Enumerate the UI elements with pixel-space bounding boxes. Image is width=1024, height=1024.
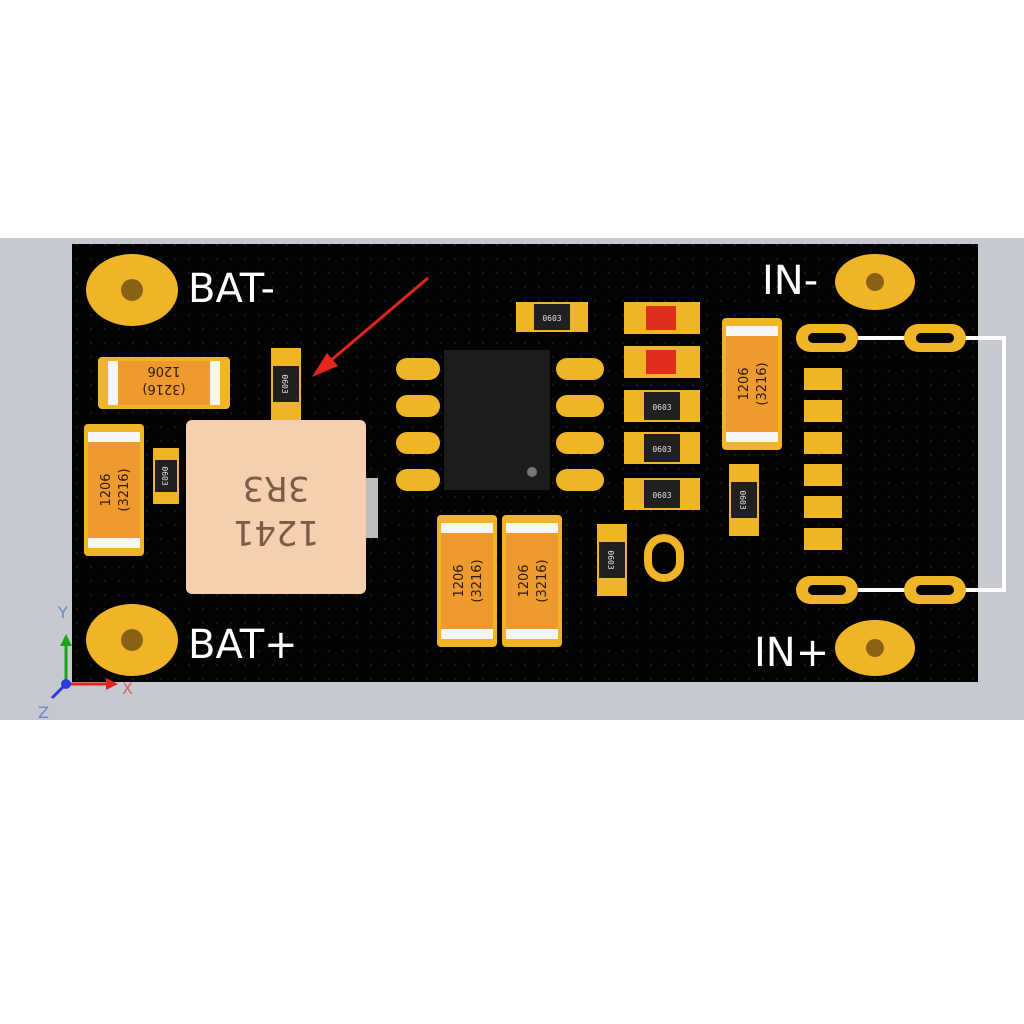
inductor: 1241 3R3 — [186, 420, 378, 594]
cap-metric-label: (3216) — [117, 468, 132, 511]
resistor-code-label: 0603 — [652, 491, 671, 500]
resistor-code-label: 0603 — [542, 314, 561, 323]
axis-gizmo: Y X Z — [38, 603, 133, 720]
in-plus-pad — [835, 620, 915, 676]
capacitor-c2: 1206 (3216) — [84, 424, 144, 556]
test-pad — [644, 534, 684, 582]
inductor-value-label: 1241 — [233, 512, 320, 552]
cap-metric-label: (3216) — [755, 362, 770, 405]
resistor-code-label: 0603 — [652, 403, 671, 412]
resistor-r8: 0603 — [597, 524, 627, 596]
in-plus-label: IN+ — [754, 630, 829, 676]
cap-metric-label: (3216) — [142, 381, 185, 396]
capacitor-c5: 1206 (3216) — [502, 515, 562, 647]
resistor-code-label: 0603 — [606, 550, 615, 569]
ic-chip — [396, 350, 604, 491]
axis-z-label: Z — [38, 703, 49, 720]
resistor-r4: 0603 — [624, 390, 700, 422]
resistor-r6: 0603 — [624, 478, 700, 510]
capacitor-c1: (3216) 1206 — [98, 357, 230, 409]
axis-y-label: Y — [57, 603, 68, 622]
capacitor-c4: 1206 (3216) — [437, 515, 497, 647]
bat-minus-label: BAT- — [188, 266, 275, 312]
resistor-r3: 0603 — [516, 302, 588, 332]
pcb-drawing: BAT- BAT+ IN- IN+ (3216) 1206 1206 (3216… — [0, 238, 1024, 720]
cap-package-label: 1206 — [737, 367, 752, 400]
axis-x-label: X — [122, 679, 133, 698]
resistor-r2: 0603 — [271, 348, 301, 420]
cap-metric-label: (3216) — [535, 559, 550, 602]
inductor-code-label: 3R3 — [243, 468, 310, 508]
resistor-code-label: 0603 — [652, 445, 671, 454]
resistor-r5: 0603 — [624, 432, 700, 464]
in-minus-label: IN- — [762, 258, 818, 304]
bat-minus-pad — [86, 254, 178, 326]
resistor-code-label: 0603 — [738, 490, 747, 509]
pcb-viewport: BAT- BAT+ IN- IN+ (3216) 1206 1206 (3216… — [0, 238, 1024, 720]
capacitor-c3: 1206 (3216) — [722, 318, 782, 450]
usb-connector — [796, 324, 1006, 604]
resistor-code-label: 0603 — [160, 466, 169, 485]
resistor-r7: 0603 — [729, 464, 759, 536]
led-2 — [624, 346, 700, 378]
bat-plus-label: BAT+ — [188, 622, 298, 668]
cap-package-label: 1206 — [99, 473, 114, 506]
cap-package-label: 1206 — [452, 564, 467, 597]
cap-package-label: 1206 — [147, 363, 180, 378]
led-1 — [624, 302, 700, 334]
resistor-r1: 0603 — [153, 448, 179, 504]
bat-plus-pad — [86, 604, 178, 676]
resistor-code-label: 0603 — [280, 374, 289, 393]
in-minus-pad — [835, 254, 915, 310]
cap-package-label: 1206 — [517, 564, 532, 597]
annotation-arrow — [312, 276, 429, 377]
cap-metric-label: (3216) — [470, 559, 485, 602]
